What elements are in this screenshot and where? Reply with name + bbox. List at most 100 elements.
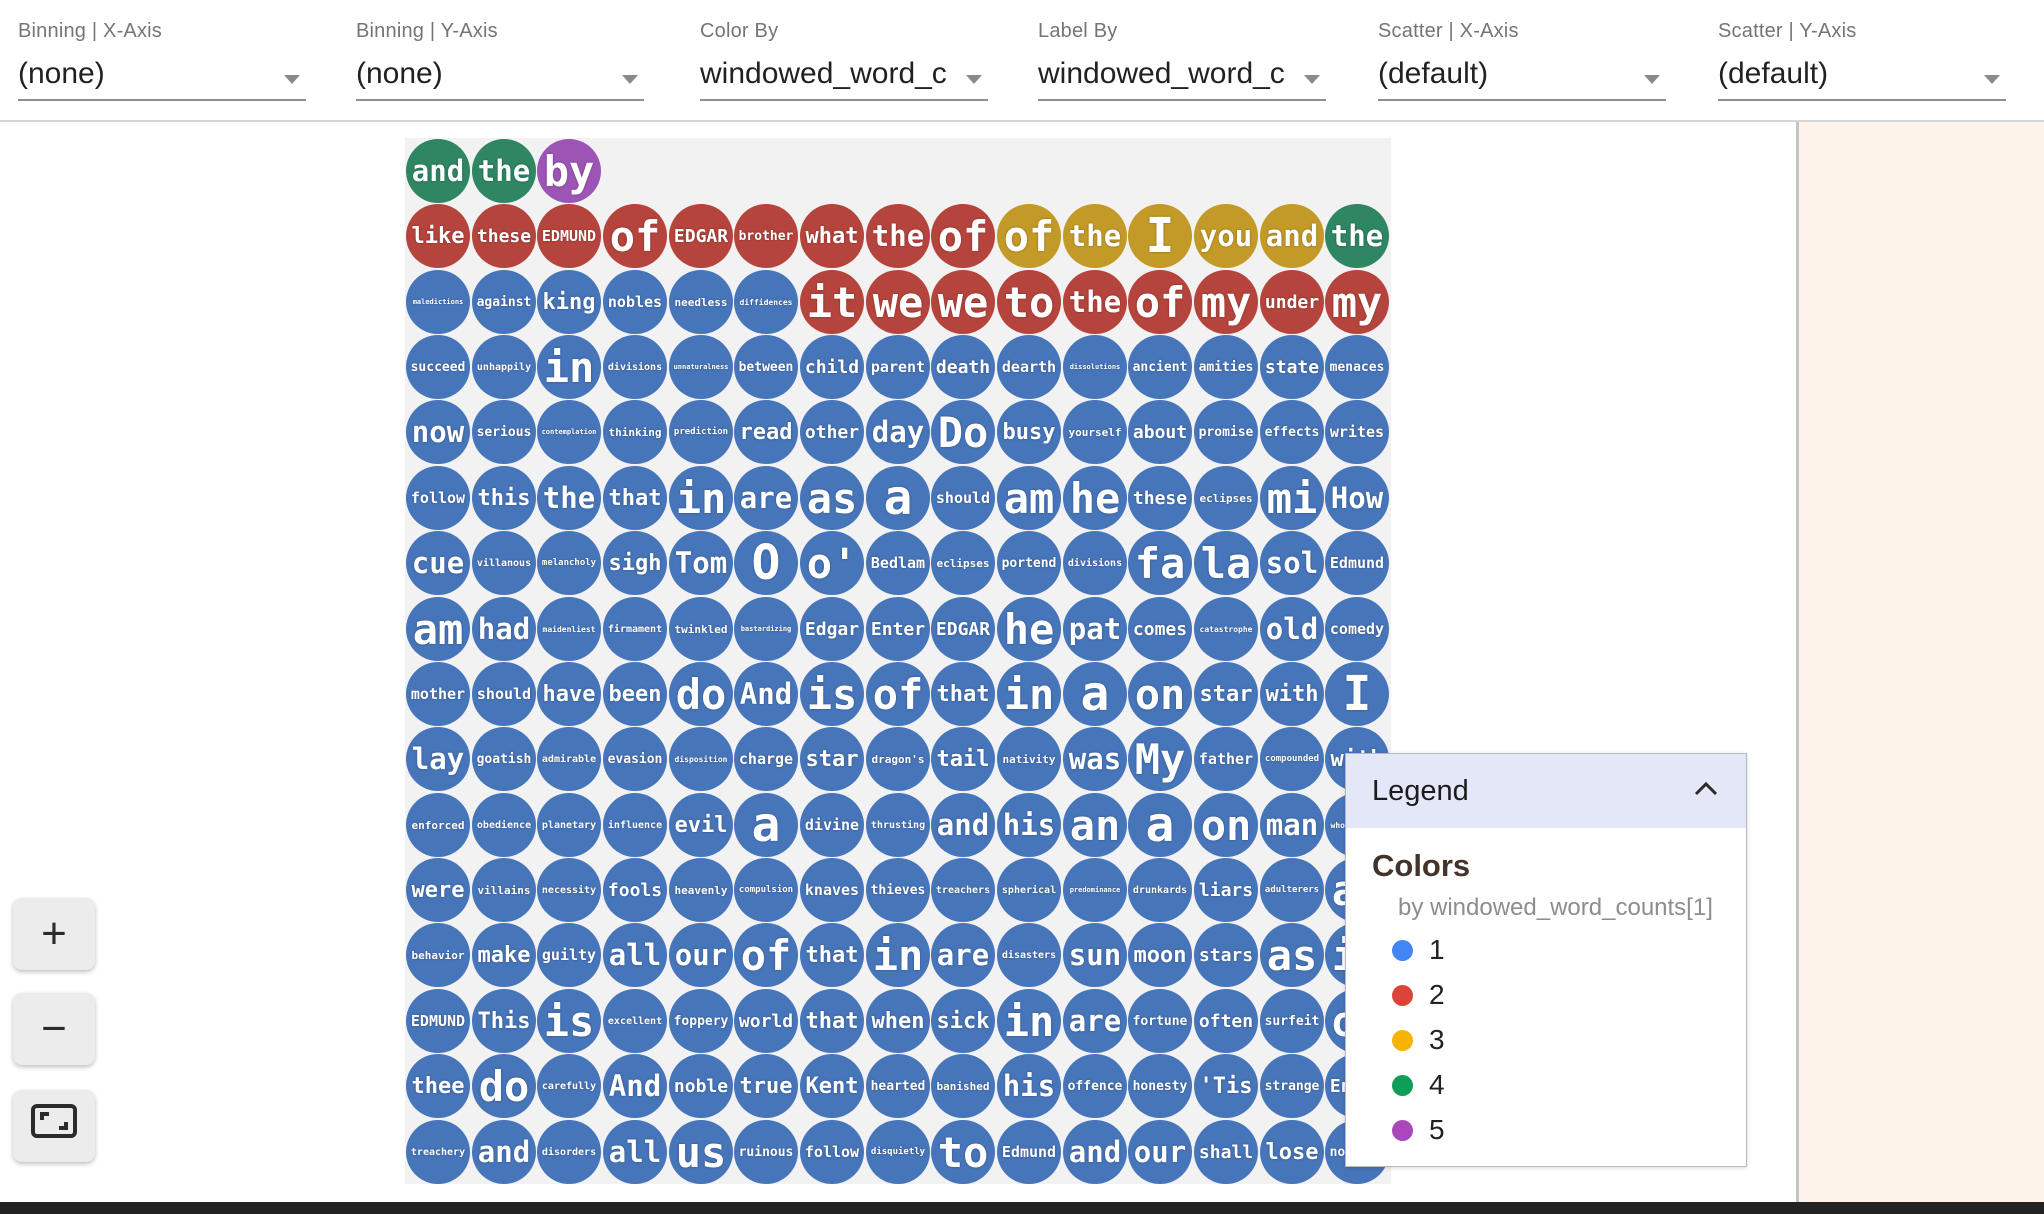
word-bubble[interactable]: honesty [1128,1054,1192,1118]
word-bubble[interactable]: the [472,139,536,203]
word-bubble[interactable]: maledictions [406,270,470,334]
word-bubble[interactable]: to [931,1120,995,1184]
word-bubble[interactable]: pat [1063,597,1127,661]
word-bubble[interactable]: offence [1063,1054,1127,1118]
word-bubble[interactable]: against [472,270,536,334]
word-bubble[interactable]: is [537,989,601,1053]
word-bubble[interactable]: lose [1260,1120,1324,1184]
word-bubble[interactable]: that [800,989,864,1053]
word-bubble[interactable]: to [997,270,1061,334]
word-bubble[interactable]: succeed [406,335,470,399]
word-bubble[interactable]: sun [1063,923,1127,987]
word-bubble[interactable]: portend [997,531,1061,595]
fit-to-screen-button[interactable] [13,1090,95,1162]
word-bubble[interactable]: are [1063,989,1127,1053]
word-bubble[interactable]: an [1063,793,1127,857]
word-bubble[interactable]: thinking [603,400,667,464]
word-bubble[interactable]: fortune [1128,989,1192,1053]
word-bubble[interactable]: lay [406,727,470,791]
word-bubble[interactable]: as [800,466,864,530]
word-bubble[interactable]: in [866,923,930,987]
zoom-out-button[interactable]: − [13,993,95,1065]
word-bubble[interactable]: follow [406,466,470,530]
word-bubble[interactable]: our [669,923,733,987]
word-bubble[interactable]: amities [1194,335,1258,399]
word-bubble[interactable]: strange [1260,1054,1324,1118]
word-bubble[interactable]: of [931,204,995,268]
word-bubble[interactable]: disposition [669,727,733,791]
word-bubble[interactable]: shall [1194,1120,1258,1184]
word-bubble[interactable]: in [669,466,733,530]
word-bubble[interactable]: under [1260,270,1324,334]
word-bubble[interactable]: dragon's [866,727,930,791]
word-bubble[interactable]: writes [1325,400,1389,464]
word-bubble[interactable]: villanous [472,531,536,595]
word-bubble[interactable]: heavenly [669,858,733,922]
word-bubble[interactable]: a [734,793,798,857]
word-bubble[interactable]: guilty [537,923,601,987]
word-bubble[interactable]: divisions [603,335,667,399]
word-bubble[interactable]: mother [406,662,470,726]
word-bubble[interactable]: catastrophe [1194,597,1258,661]
word-bubble[interactable]: hearted [866,1054,930,1118]
word-bubble[interactable]: my [1194,270,1258,334]
word-bubble[interactable]: sigh [603,531,667,595]
word-bubble[interactable]: day [866,400,930,464]
word-bubble[interactable]: And [603,1054,667,1118]
word-bubble[interactable]: disquietly [866,1120,930,1184]
word-bubble[interactable]: treachers [931,858,995,922]
word-bubble[interactable]: EDMUND [406,989,470,1053]
zoom-in-button[interactable]: + [13,898,95,970]
word-bubble[interactable]: o' [800,531,864,595]
word-bubble[interactable]: How [1325,466,1389,530]
word-bubble[interactable]: disorders [537,1120,601,1184]
scatter-y-axis-dropdown[interactable]: Scatter | Y-Axis (default) [1718,20,2006,110]
word-bubble[interactable]: you [1194,204,1258,268]
word-bubble[interactable]: follow [800,1120,864,1184]
word-bubble[interactable]: is [800,662,864,726]
word-bubble[interactable]: obedience [472,793,536,857]
word-bubble[interactable]: about [1128,400,1192,464]
word-bubble[interactable]: were [406,858,470,922]
word-bubble[interactable]: make [472,923,536,987]
word-bubble[interactable]: predominance [1063,858,1127,922]
word-bubble[interactable]: And [734,662,798,726]
word-bubble[interactable]: serious [472,400,536,464]
word-bubble[interactable]: my [1325,270,1389,334]
word-bubble[interactable]: This [472,989,536,1053]
word-bubble[interactable]: thieves [866,858,930,922]
word-bubble[interactable]: contemplation [537,400,601,464]
word-bubble[interactable]: are [931,923,995,987]
word-bubble[interactable]: true [734,1054,798,1118]
word-bubble[interactable]: we [931,270,995,334]
word-bubble[interactable]: have [537,662,601,726]
word-bubble[interactable]: influence [603,793,667,857]
word-bubble[interactable]: planetary [537,793,601,857]
word-bubble[interactable]: these [472,204,536,268]
word-bubble[interactable]: now [406,400,470,464]
word-bubble[interactable]: Enter [866,597,930,661]
legend-header[interactable]: Legend [1346,754,1746,828]
word-bubble[interactable]: divisions [1063,531,1127,595]
word-bubble[interactable]: between [734,335,798,399]
word-bubble[interactable]: liars [1194,858,1258,922]
word-bubble[interactable]: thrusting [866,793,930,857]
word-bubble[interactable]: us [669,1120,733,1184]
word-bubble[interactable]: king [537,270,601,334]
word-bubble[interactable]: been [603,662,667,726]
word-bubble[interactable]: fools [603,858,667,922]
word-bubble[interactable]: evasion [603,727,667,791]
word-bubble[interactable]: that [931,662,995,726]
word-bubble[interactable]: parent [866,335,930,399]
word-bubble[interactable]: and [406,139,470,203]
word-bubble[interactable]: other [800,400,864,464]
label-by-dropdown[interactable]: Label By windowed_word_c [1038,20,1326,110]
word-bubble[interactable]: and [472,1120,536,1184]
word-bubble[interactable]: of [1128,270,1192,334]
word-bubble[interactable]: the [1063,204,1127,268]
word-bubble[interactable]: the [1063,270,1127,334]
word-bubble[interactable]: do [669,662,733,726]
word-bubble[interactable]: star [800,727,864,791]
word-bubble[interactable]: eclipses [931,531,995,595]
word-bubble[interactable]: when [866,989,930,1053]
